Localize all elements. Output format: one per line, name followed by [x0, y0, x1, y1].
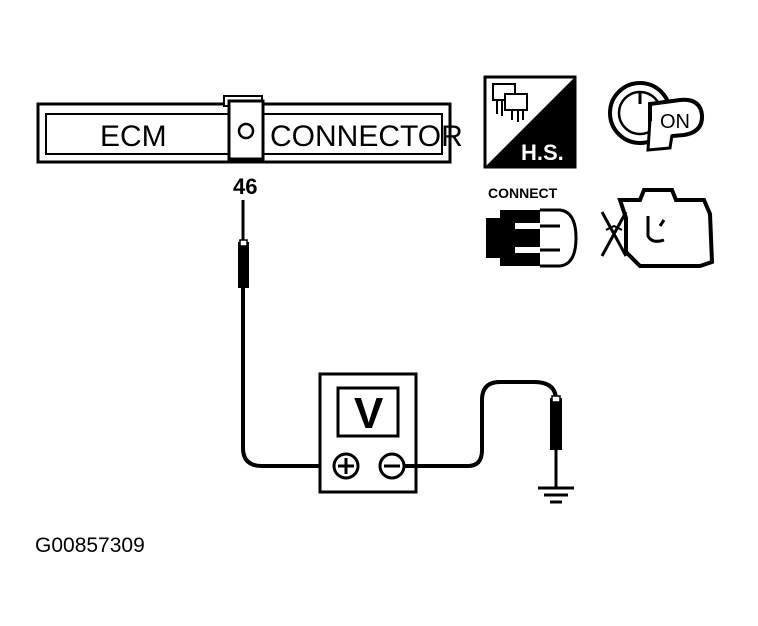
ecm-connector: ECM CONNECTOR	[36, 95, 463, 164]
harness-label: H.S.	[521, 140, 564, 165]
ground-icon	[538, 486, 574, 504]
negative-probe	[404, 380, 562, 488]
meter-display	[336, 386, 400, 438]
connect-label: CONNECT	[488, 185, 558, 201]
pin-cavity-icon	[237, 122, 255, 140]
connector-left-label: ECM	[100, 120, 167, 153]
pin-number-label: 46	[233, 174, 257, 199]
engine-off-icon	[600, 188, 715, 268]
positive-probe	[238, 200, 322, 468]
ignition-label: ON	[660, 111, 690, 133]
ignition-key-icon: ON	[608, 81, 705, 152]
figure-id: G00857309	[35, 534, 145, 557]
meter-label: V	[354, 389, 384, 438]
plus-terminal-icon	[332, 452, 360, 480]
minus-terminal-icon	[378, 452, 406, 480]
connector-right-label: CONNECTOR	[270, 120, 463, 153]
harness-connector-icon: H.S.	[483, 75, 577, 169]
connect-icon: CONNECT	[486, 185, 578, 268]
voltmeter: V	[318, 372, 418, 494]
